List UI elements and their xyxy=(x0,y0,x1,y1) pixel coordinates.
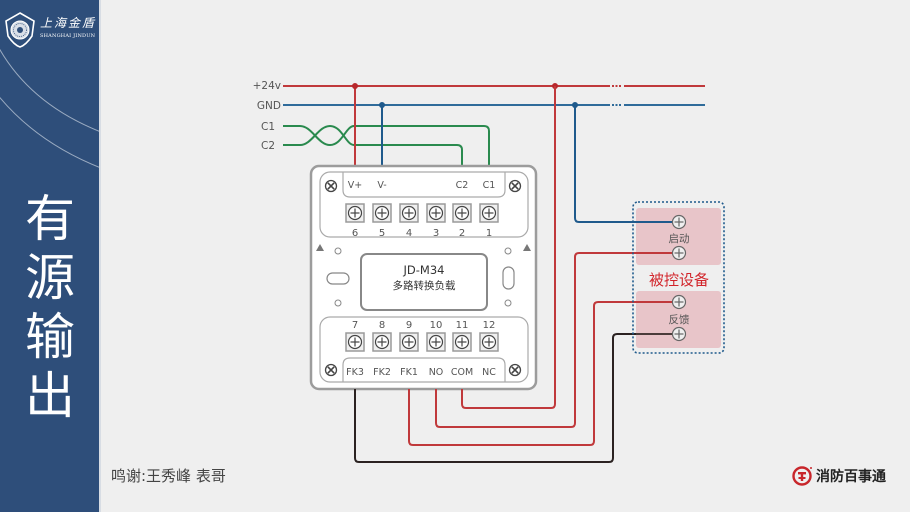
wire-gnd-start xyxy=(574,105,679,223)
terminal-number: 5 xyxy=(379,228,385,239)
company-logo: 上海金盾 SHANGHAI JINDUN xyxy=(4,12,100,48)
module-model: JD-M34 xyxy=(403,263,445,277)
bus-label-24v: +24v xyxy=(253,80,281,92)
page-title: 有 源 输 出 xyxy=(18,190,82,426)
sidebar: 上海金盾 SHANGHAI JINDUN 有 源 输 出 xyxy=(0,0,101,512)
terminal-label: FK2 xyxy=(373,367,391,378)
signal-twisted-pair xyxy=(283,124,490,166)
terminal-label: FK1 xyxy=(400,367,418,378)
terminal-screw-icon xyxy=(479,332,499,352)
bus-label-c1: C1 xyxy=(261,121,275,133)
bus-label-gnd: GND xyxy=(257,100,281,112)
wire-fk1 xyxy=(408,301,679,446)
bus-label-c2: C2 xyxy=(261,140,275,152)
terminal-label: C2 xyxy=(456,180,469,191)
mount-screw-icon xyxy=(508,179,522,193)
terminal-number: 11 xyxy=(456,320,469,331)
terminal-number: 8 xyxy=(379,320,385,331)
wire-com xyxy=(461,86,556,409)
terminal-screw-icon xyxy=(479,203,499,223)
title-char: 出 xyxy=(25,367,75,425)
terminal-screw-icon xyxy=(399,203,419,223)
device-title: 被控设备 xyxy=(649,271,709,289)
terminal-number: 7 xyxy=(352,320,358,331)
device-feedback-label: 反馈 xyxy=(669,313,690,326)
logo-cn-text: 上海金盾 xyxy=(40,16,97,30)
terminal-number: 9 xyxy=(406,320,412,331)
wire-no xyxy=(435,252,679,428)
terminal-screw-icon xyxy=(372,203,392,223)
junction-dot xyxy=(352,83,358,89)
terminal-label: COM xyxy=(451,367,473,378)
sidebar-divider xyxy=(99,0,101,512)
mount-screw-icon xyxy=(324,363,338,377)
wire-fk3 xyxy=(354,333,679,463)
device-terminal-icon xyxy=(671,326,687,342)
terminal-number: 12 xyxy=(483,320,496,331)
title-char: 有 xyxy=(25,190,75,248)
terminal-number: 10 xyxy=(430,320,443,331)
mount-screw-icon xyxy=(508,363,522,377)
terminal-number: 4 xyxy=(406,228,412,239)
terminal-screw-icon xyxy=(399,332,419,352)
brand-logo: 消防百事通 xyxy=(792,466,886,486)
device-terminal-icon xyxy=(671,214,687,230)
credit-text: 鸣谢:王秀峰 表哥 xyxy=(111,467,226,485)
title-char: 源 xyxy=(25,249,75,307)
terminal-number: 6 xyxy=(352,228,358,239)
triangle-marker-icon xyxy=(523,244,531,251)
terminal-screw-icon xyxy=(452,332,472,352)
module-name: 多路转换负载 xyxy=(393,279,456,292)
terminal-label: V+ xyxy=(348,180,362,191)
device-terminal-icon xyxy=(671,245,687,261)
terminal-number: 1 xyxy=(486,228,492,239)
terminal-number: 2 xyxy=(459,228,465,239)
terminal-screw-icon xyxy=(345,332,365,352)
logo-en-text: SHANGHAI JINDUN xyxy=(40,33,96,39)
terminal-label: NO xyxy=(429,367,444,378)
mount-screw-icon xyxy=(324,179,338,193)
module-middle-details xyxy=(316,244,531,311)
terminal-screw-icon xyxy=(452,203,472,223)
terminal-label: C1 xyxy=(483,180,496,191)
title-char: 输 xyxy=(25,308,75,366)
terminal-label: FK3 xyxy=(346,367,364,378)
terminal-screw-icon xyxy=(426,203,446,223)
terminal-screw-icon xyxy=(426,332,446,352)
device-start-label: 启动 xyxy=(669,232,690,245)
triangle-marker-icon xyxy=(316,244,324,251)
terminal-number: 3 xyxy=(433,228,439,239)
terminal-label: NC xyxy=(482,367,496,378)
terminal-screw-icon xyxy=(372,332,392,352)
junction-dot xyxy=(379,102,385,108)
device-terminal-icon xyxy=(671,294,687,310)
brand-text: 消防百事通 xyxy=(816,469,886,485)
terminal-screw-icon xyxy=(345,203,365,223)
fire-service-logo-icon xyxy=(792,466,812,486)
sidebar-decor-arcs xyxy=(0,48,101,169)
terminal-label: V- xyxy=(377,180,386,191)
shield-logo-icon xyxy=(5,12,35,48)
